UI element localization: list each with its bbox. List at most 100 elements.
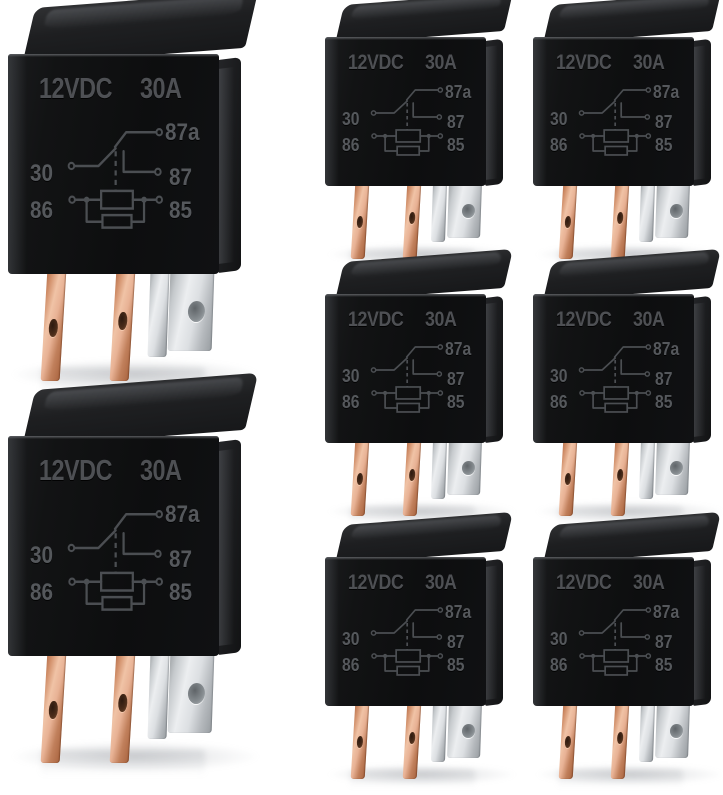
top-face-gloss bbox=[350, 0, 504, 23]
terminal-label-86: 86 bbox=[30, 197, 54, 225]
pin-copper-left bbox=[558, 703, 578, 779]
side-face-highlight bbox=[692, 301, 711, 437]
current-rating-label: 30A bbox=[633, 306, 665, 332]
front-face-top-edge bbox=[533, 293, 694, 297]
pin-silver-inner bbox=[431, 440, 448, 500]
circuit-diagram-wrapper bbox=[355, 601, 455, 676]
side-face-highlight bbox=[218, 65, 242, 265]
front-face-left-shading bbox=[325, 556, 340, 707]
terminal-label-85: 85 bbox=[447, 133, 465, 155]
voltage-label: 12VDC bbox=[38, 72, 112, 105]
pin-silver-inner bbox=[147, 651, 170, 739]
pin-copper-middle bbox=[109, 651, 136, 763]
voltage-label: 12VDC bbox=[556, 306, 612, 332]
pin-silver-inner bbox=[639, 440, 656, 500]
current-rating-label: 30A bbox=[425, 49, 457, 75]
pin-blade bbox=[147, 651, 170, 739]
terminal-label-87a: 87a bbox=[444, 600, 471, 622]
terminal-label-87a: 87a bbox=[652, 600, 679, 622]
relay-circuit-diagram bbox=[370, 606, 443, 676]
current-rating-label: 30A bbox=[140, 72, 182, 105]
circuit-diagram-wrapper bbox=[563, 81, 663, 156]
terminal-label-87: 87 bbox=[655, 368, 673, 390]
terminal-label-87a: 87a bbox=[444, 337, 471, 359]
terminal-label-30: 30 bbox=[549, 108, 568, 130]
front-face-top-edge bbox=[533, 556, 694, 560]
front-face-top-edge bbox=[325, 36, 486, 40]
housing-side-face bbox=[484, 295, 503, 443]
pin-copper-left bbox=[350, 440, 370, 516]
pin-silver-outer bbox=[654, 440, 690, 496]
pin-copper-middle bbox=[610, 183, 630, 259]
housing-side-face bbox=[692, 558, 711, 706]
pin-copper-middle bbox=[610, 703, 630, 779]
circuit-diagram-wrapper bbox=[563, 601, 663, 676]
pin-silver-outer bbox=[167, 269, 215, 351]
front-face-left-shading bbox=[533, 36, 548, 187]
terminal-label-86: 86 bbox=[549, 390, 568, 412]
pin-silver-outer bbox=[654, 703, 690, 759]
terminal-label-85: 85 bbox=[447, 653, 465, 675]
pin-silver-outer bbox=[654, 183, 690, 239]
terminal-label-85: 85 bbox=[655, 390, 673, 412]
relay-circuit-diagram bbox=[370, 343, 443, 413]
voltage-label: 12VDC bbox=[556, 49, 612, 75]
terminal-label-30: 30 bbox=[30, 541, 54, 569]
pin-silver-inner bbox=[639, 703, 656, 763]
voltage-label: 12VDC bbox=[38, 454, 112, 487]
terminal-label-87a: 87a bbox=[165, 501, 200, 529]
relay-circuit-diagram bbox=[67, 128, 164, 230]
voltage-label: 12VDC bbox=[348, 569, 404, 595]
front-face-left-shading bbox=[533, 293, 548, 444]
pin-copper-left bbox=[40, 269, 67, 381]
pin-blade bbox=[639, 440, 656, 500]
pin-silver-inner bbox=[431, 183, 448, 243]
terminal-label-85: 85 bbox=[655, 653, 673, 675]
top-face-gloss bbox=[42, 0, 244, 34]
housing-side-face bbox=[692, 38, 711, 186]
side-face-highlight bbox=[692, 564, 711, 700]
pin-copper-left bbox=[40, 651, 67, 763]
terminal-label-87a: 87a bbox=[652, 80, 679, 102]
terminal-label-87a: 87a bbox=[652, 337, 679, 359]
terminal-label-87: 87 bbox=[447, 631, 465, 653]
pin-silver-outer bbox=[446, 183, 482, 239]
pin-blade bbox=[431, 703, 448, 763]
top-face-gloss bbox=[558, 0, 712, 23]
terminal-label-85: 85 bbox=[447, 390, 465, 412]
terminal-label-30: 30 bbox=[341, 365, 360, 387]
terminal-label-87: 87 bbox=[655, 631, 673, 653]
housing-side-face bbox=[218, 57, 242, 273]
circuit-diagram-wrapper bbox=[563, 338, 663, 413]
pin-silver-inner bbox=[431, 703, 448, 763]
terminal-label-87: 87 bbox=[655, 111, 673, 133]
terminal-label-87a: 87a bbox=[165, 119, 200, 147]
terminal-label-87: 87 bbox=[168, 164, 192, 192]
terminal-label-85: 85 bbox=[168, 196, 192, 224]
pin-blade bbox=[147, 269, 170, 357]
terminal-label-86: 86 bbox=[341, 390, 360, 412]
pin-silver-inner bbox=[147, 269, 170, 357]
pin-blade bbox=[639, 183, 656, 243]
front-face-top-edge bbox=[8, 54, 220, 58]
pin-copper-middle bbox=[610, 440, 630, 516]
